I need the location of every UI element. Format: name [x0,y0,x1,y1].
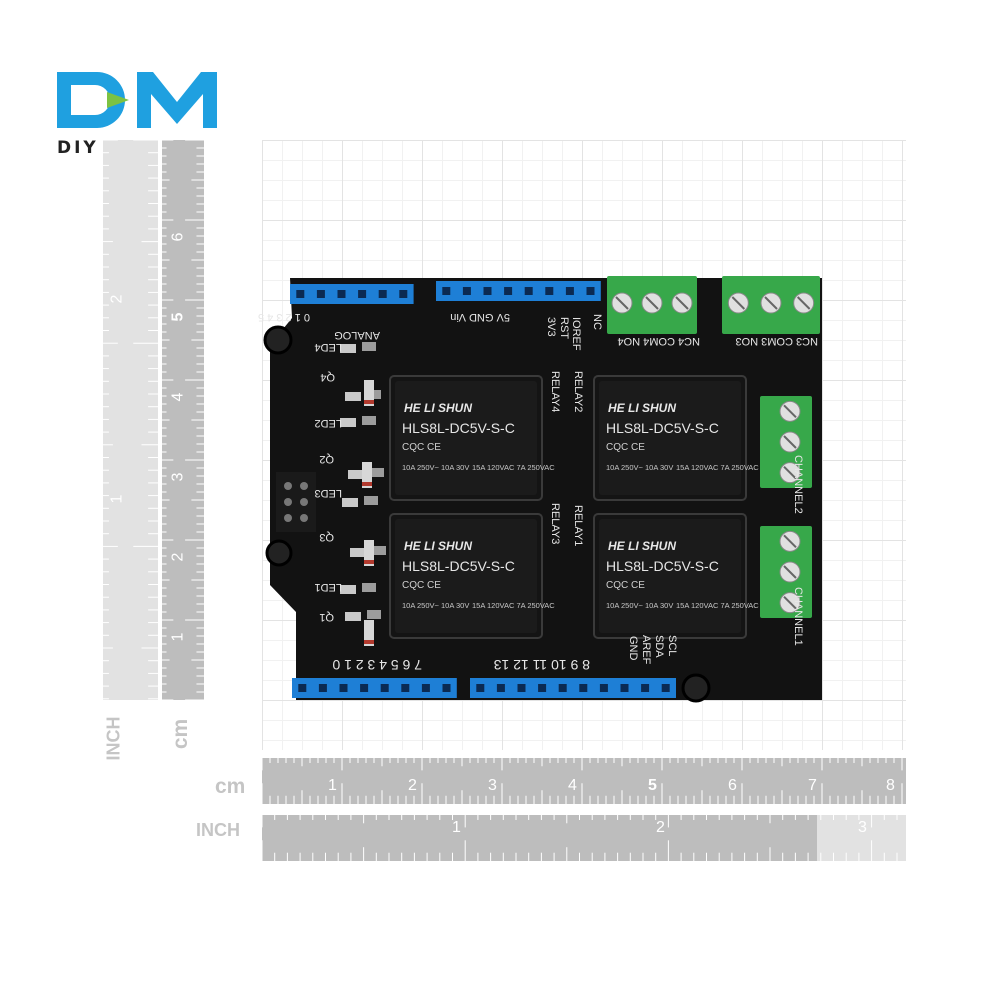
terminal-block-channel2 [760,396,812,488]
silk-analog-pins: 0 1 2 3 4 5 [258,311,310,323]
relay-brand: HE LI SHUN [608,401,676,415]
hcm-num-7: 7 [808,777,817,794]
relay-3: HE LI SHUN HLS8L-DC5V-S-C CQC CE 10A 250V~ … [389,513,555,639]
relay-ratings-left: 10A 250V~ 10A 30V [402,463,469,472]
silk-led1: LED1 [314,581,342,593]
relay-ratings-right: 15A 120VAC 7A 250VAC [472,601,555,610]
hcm-num-3: 3 [488,777,497,794]
silk-gnd: GND [627,636,639,661]
silk-sda: SDA [653,635,665,658]
silk-ioref: IOREF [570,317,582,351]
relay-model: HLS8L-DC5V-S-C [402,420,515,436]
terminal-block-relay3 [722,276,820,334]
relay-cert: CQC CE [606,580,645,591]
hcm-num-2: 2 [408,777,417,794]
relay-cert: CQC CE [402,580,441,591]
relay-model: HLS8L-DC5V-S-C [402,558,515,574]
dm-logo-mark [57,72,217,128]
digital-header-high [470,678,676,698]
hcm-num-8: 8 [886,777,895,794]
horizontal-inch-ruler: 1 2 3 [262,815,906,861]
icsp-header [276,472,316,532]
silk-led3: LED3 [314,487,342,499]
relay-ratings-left: 10A 250V~ 10A 30V [606,463,673,472]
relay-cert: CQC CE [606,442,645,453]
silk-relay2: RELAY2 [572,371,584,412]
hinch-num-2: 2 [656,819,665,836]
silk-channel2: CHANNEL2 [792,455,804,514]
relay-4: HE LI SHUN HLS8L-DC5V-S-C CQC CE 10A 250V~ … [389,375,555,501]
relay-1: HE LI SHUN HLS8L-DC5V-S-C CQC CE 10A 250V~ … [593,513,759,639]
silk-aref: AREF [640,635,652,665]
vertical-cm-ruler: 6 5 4 3 2 1 [162,140,204,700]
silk-scl: SCL [666,635,678,656]
silk-q3: Q3 [319,531,334,543]
relay-cert: CQC CE [402,442,441,453]
relay-ratings-right: 15A 120VAC 7A 250VAC [676,601,759,610]
hcm-num-1: 1 [328,777,337,794]
relay-ratings-right: 15A 120VAC 7A 250VAC [472,463,555,472]
silk-q4: Q4 [320,371,335,383]
silk-term-top-right: NC3 COM3 NO3 [735,335,818,347]
power-header [436,281,601,301]
digital-header-low [292,678,457,698]
silk-led4: LED4 [314,341,342,353]
smd-components [340,342,386,646]
terminal-block-relay4 [607,276,697,334]
horizontal-cm-ruler: 1 2 3 4 5 6 7 8 [262,758,906,804]
relay-brand: HE LI SHUN [404,539,472,553]
relay-brand: HE LI SHUN [404,401,472,415]
relay-model: HLS8L-DC5V-S-C [606,420,719,436]
silk-power-pins: 5V GND Vin [450,311,510,323]
silk-led2: LED2 [314,417,342,429]
terminal-block-channel1 [760,526,812,618]
hcm-num-4: 4 [568,777,577,794]
relay-ratings-left: 10A 250V~ 10A 30V [606,601,673,610]
silk-digital-high: 8 9 10 11 12 13 [494,657,590,673]
relay-model: HLS8L-DC5V-S-C [606,558,719,574]
silk-q1: Q1 [319,611,334,623]
mounting-hole-mid [265,539,293,567]
relay-2: HE LI SHUN HLS8L-DC5V-S-C CQC CE 10A 250V~ … [593,375,759,501]
silk-nc: NC [591,314,603,330]
hinch-num-3: 3 [858,819,867,836]
relay-ratings-right: 15A 120VAC 7A 250VAC [676,463,759,472]
silk-3v3: 3V3 [545,317,557,337]
silk-relay1: RELAY1 [572,505,584,546]
vertical-inch-ruler: 2 1 [103,140,158,700]
silk-q2: Q2 [319,453,334,465]
hcm-num-5: 5 [648,777,657,794]
silk-analog: ANALOG [334,329,380,341]
hcm-num-6: 6 [728,777,737,794]
hinch-num-1: 1 [452,819,461,836]
relay-ratings-left: 10A 250V~ 10A 30V [402,601,469,610]
analog-header [290,284,414,304]
silk-digital-low: 7 6 5 4 3 2 1 0 [332,657,422,673]
silk-term-top-left: NC4 COM4 NO4 [617,335,700,347]
relay-brand: HE LI SHUN [608,539,676,553]
silk-relay4: RELAY4 [549,371,561,412]
silk-rst: RST [558,317,570,339]
silk-relay3: RELAY3 [549,503,561,544]
horizontal-inch-label: INCH [196,820,240,840]
horizontal-cm-label: cm [215,775,246,798]
mounting-hole-bottom [681,673,711,703]
silk-channel1: CHANNEL1 [792,587,804,646]
mounting-hole-top [263,325,293,355]
